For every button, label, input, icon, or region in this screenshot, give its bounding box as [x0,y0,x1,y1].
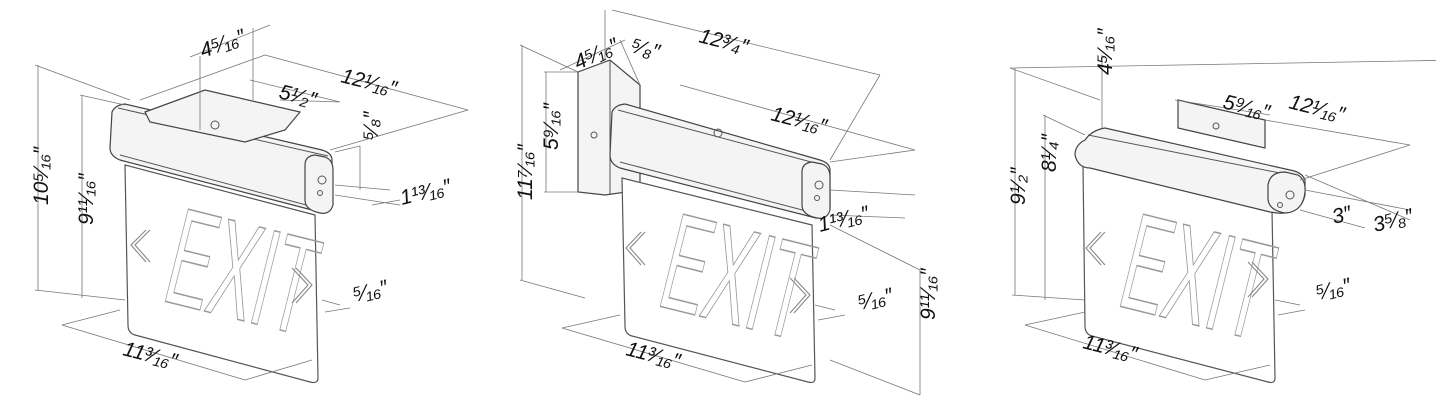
dim-panel-height: 8¹⁄₄″ [1038,132,1061,172]
dim-canopy-height: ⁵⁄₈″ [360,110,383,140]
view-wall-mount: EXIT 4⁵⁄₁₆″ ⁵⁄₈″ 12³⁄₄″ 11⁷⁄₁₆″ 5⁹⁄₁₆″ [514,9,940,396]
dim-overall-height: 9¹⁄₂″ [1007,166,1030,205]
dim-housing-length: 12¹⁄₁₆″ [769,103,831,139]
dim-overall-length: 12³⁄₄″ [697,25,752,60]
dim-panel-thickness: ⁵⁄₁₆″ [351,276,392,307]
housing [609,103,831,219]
dim-housing-depth: 3⁵⁄₈″ [1371,204,1417,236]
canopy [144,89,302,143]
dim-top-depth: 4⁵⁄₁₆″ [197,25,250,63]
dim-panel-thickness: ⁵⁄₁₆″ [1314,274,1355,305]
dim-top-depth: 4⁵⁄₁₆″ [1094,27,1117,75]
dim-panel-thickness: ⁵⁄₁₆″ [856,284,897,315]
view-ceiling-mount: EXIT 4⁵⁄₁₆″ 12¹⁄₁₆″ 5¹⁄₂″ ⁵⁄₈″ 10⁵⁄₁ [30,24,469,384]
dim-length: 12¹⁄₁₆″ [1287,91,1349,127]
right-chevron-icon [789,277,811,314]
back-plate [1177,99,1266,149]
right-chevron-icon [1247,261,1269,298]
left-chevron-icon [130,229,151,263]
dimension-lines [34,24,469,381]
dim-housing-diameter: 3″ [1330,202,1356,229]
left-chevron-icon [625,231,646,266]
dim-housing-height: 1¹³⁄₁₆″ [398,175,455,210]
dim-length: 12¹⁄₁₆″ [339,65,401,101]
dim-overall-height: 11⁷⁄₁₆″ [514,143,537,200]
sign-panel: EXIT [1082,164,1288,384]
dim-plate-thickness: ⁵⁄₈″ [629,35,664,65]
right-chevron-icon [291,267,313,304]
left-chevron-icon [1085,231,1106,266]
sign-panel: EXIT [621,177,828,384]
housing [109,89,334,214]
dim-plate-height: 5⁹⁄₁₆″ [540,101,563,150]
sign-panel: EXIT [124,164,333,384]
dim-panel-height: 9¹¹⁄₁₆″ [917,267,940,320]
dim-overall-height: 10⁵⁄₁₆″ [30,145,53,205]
dim-panel-height: 9¹¹⁄₁₆″ [75,172,98,225]
dimension-lines [1009,55,1436,381]
housing [1074,127,1306,214]
dimension-lines [519,9,921,396]
view-end-mount: EXIT 4⁵⁄₁₆″ 5⁹⁄₁₆″ 12¹⁄₁₆″ 9¹⁄₂″ 8¹⁄₄″ 3… [1007,27,1436,384]
